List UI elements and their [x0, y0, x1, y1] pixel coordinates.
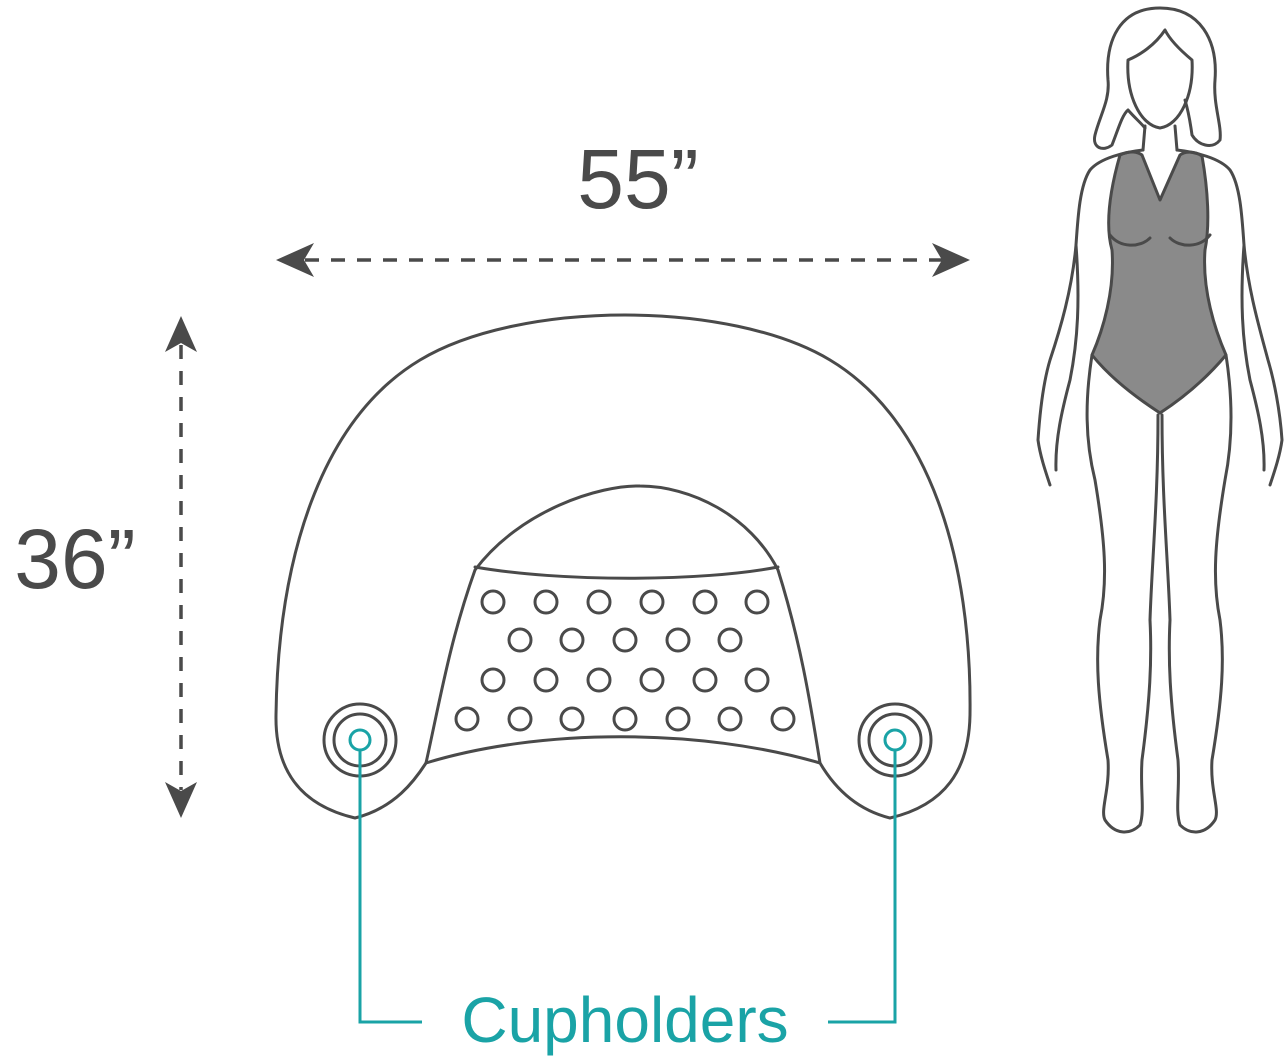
width-dimension-label: 55” [577, 132, 698, 226]
seat-mesh-holes [454, 589, 796, 732]
float-outer-body [274, 313, 972, 820]
chest-detail [1108, 233, 1212, 247]
body-outline [1036, 148, 1284, 834]
float-seat-area [424, 484, 822, 765]
float-backrest-line [473, 565, 780, 580]
swimsuit [1090, 150, 1228, 415]
height-dimension-label: 36” [14, 512, 135, 606]
width-dimension-arrow [276, 243, 970, 277]
height-dimension-arrow [165, 316, 197, 818]
lounge-float-outline [274, 313, 972, 820]
arms-inner [1054, 243, 1266, 472]
woman-scale-figure-icon [1036, 6, 1284, 834]
hair [1093, 6, 1222, 150]
neck [1141, 124, 1179, 152]
cupholders-callout-label: Cupholders [461, 984, 788, 1056]
cupholders-callout-lines [358, 750, 897, 1024]
face [1126, 28, 1194, 130]
